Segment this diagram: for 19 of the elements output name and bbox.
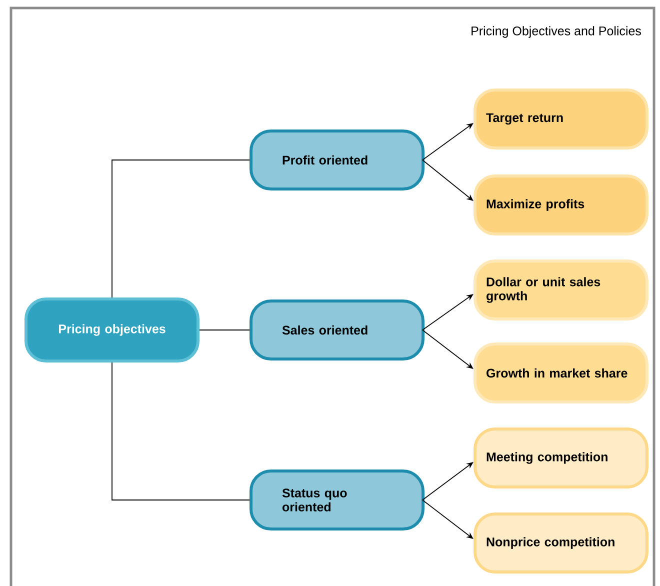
arrow xyxy=(422,123,474,160)
connector-line xyxy=(112,160,250,298)
arrow xyxy=(422,294,474,330)
arrow xyxy=(422,330,474,369)
category-box: Sales oriented xyxy=(250,300,424,360)
category-box: Status quo oriented xyxy=(250,470,424,530)
connector-line xyxy=(112,362,250,500)
arrow xyxy=(422,462,474,500)
root-box: Pricing objectives xyxy=(24,298,200,362)
objective-box: Meeting competition xyxy=(474,428,648,488)
objective-box: Growth in market share xyxy=(474,342,648,404)
objective-box: Dollar or unit sales growth xyxy=(474,260,648,320)
arrow xyxy=(422,500,474,539)
objective-box: Target return xyxy=(474,88,648,150)
category-box: Profit oriented xyxy=(250,130,424,190)
objective-box: Nonprice competition xyxy=(474,512,648,574)
arrow xyxy=(422,160,474,201)
title: Pricing Objectives and Policies xyxy=(472,26,641,38)
objective-box: Maximize profits xyxy=(474,174,648,236)
